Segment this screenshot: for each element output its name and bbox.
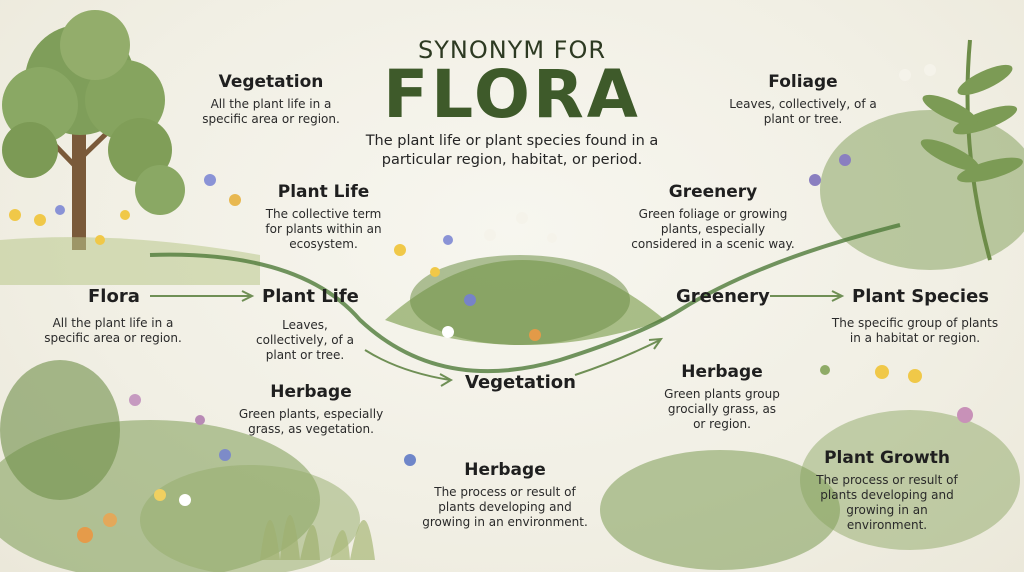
block-desc: Leaves, collectively, of a plant or tree… [256,318,354,362]
block-heading: Herbage [681,362,763,382]
block-heading: Plant Growth [824,448,950,468]
block-plant-species: The specific group of plants in a habita… [830,316,1000,346]
block-desc: The process or result of plants developi… [816,473,958,532]
grass-icon [260,515,375,560]
block-herbage-bottom: Herbage The process or result of plants … [420,460,590,530]
title-top: SYNONYM FOR [417,36,607,64]
block-desc: Leaves, collectively, of a plant or tree… [729,97,877,126]
block-plant-life-top: Plant Life The collective term for plant… [256,182,391,252]
fern-icon [809,39,1024,270]
block-desc: The collective term for plants within an… [265,207,382,251]
flow-label-greenery: Greenery [676,286,770,307]
flow-label-vegetation: Vegetation [465,372,576,393]
block-desc: Green foliage or growing plants, especia… [631,207,795,251]
fern-icon [600,365,1020,570]
block-heading: Greenery [668,182,758,202]
block-heading: Plant Life [277,182,370,202]
block-desc: All the plant life in a specific area or… [44,316,182,345]
flow-arrows [150,290,845,387]
block-plant-growth: Plant Growth The process or result of pl… [812,448,962,533]
block-heading: Herbage [464,460,546,480]
flow-label-plant-species: Plant Species [852,286,990,307]
block-vegetation: Vegetation All the plant life in a speci… [196,72,346,127]
block-flora: All the plant life in a specific area or… [38,316,188,346]
block-herbage-left: Herbage Green plants, especially grass, … [236,382,386,437]
flow-curve [149,223,901,374]
block-plant-life-mid: Leaves, collectively, of a plant or tree… [245,318,365,363]
block-greenery-top: Greenery Green foliage or growing plants… [628,182,798,252]
block-heading: Vegetation [218,72,324,92]
meadow-icon [385,212,665,345]
block-herbage-right: Herbage Green plants group grocially gra… [662,362,782,432]
block-heading: Herbage [270,382,352,402]
block-desc: Green plants, especially grass, as veget… [238,407,384,436]
page-title: FLORA [383,56,641,133]
block-heading: Foliage [768,72,838,92]
block-desc: The specific group of plants in a habita… [831,316,999,345]
flow-label-plant-life: Plant Life [262,286,359,307]
block-desc: All the plant life in a specific area or… [202,97,340,126]
flow-label-flora: Flora [88,286,140,307]
subtitle: The plant life or plant species found in… [365,133,659,168]
block-foliage: Foliage Leaves, collectively, of a plant… [728,72,878,127]
block-desc: Green plants group grocially grass, as o… [664,387,780,431]
block-desc: The process or result of plants developi… [422,485,588,529]
oak-tree-icon [2,10,185,250]
